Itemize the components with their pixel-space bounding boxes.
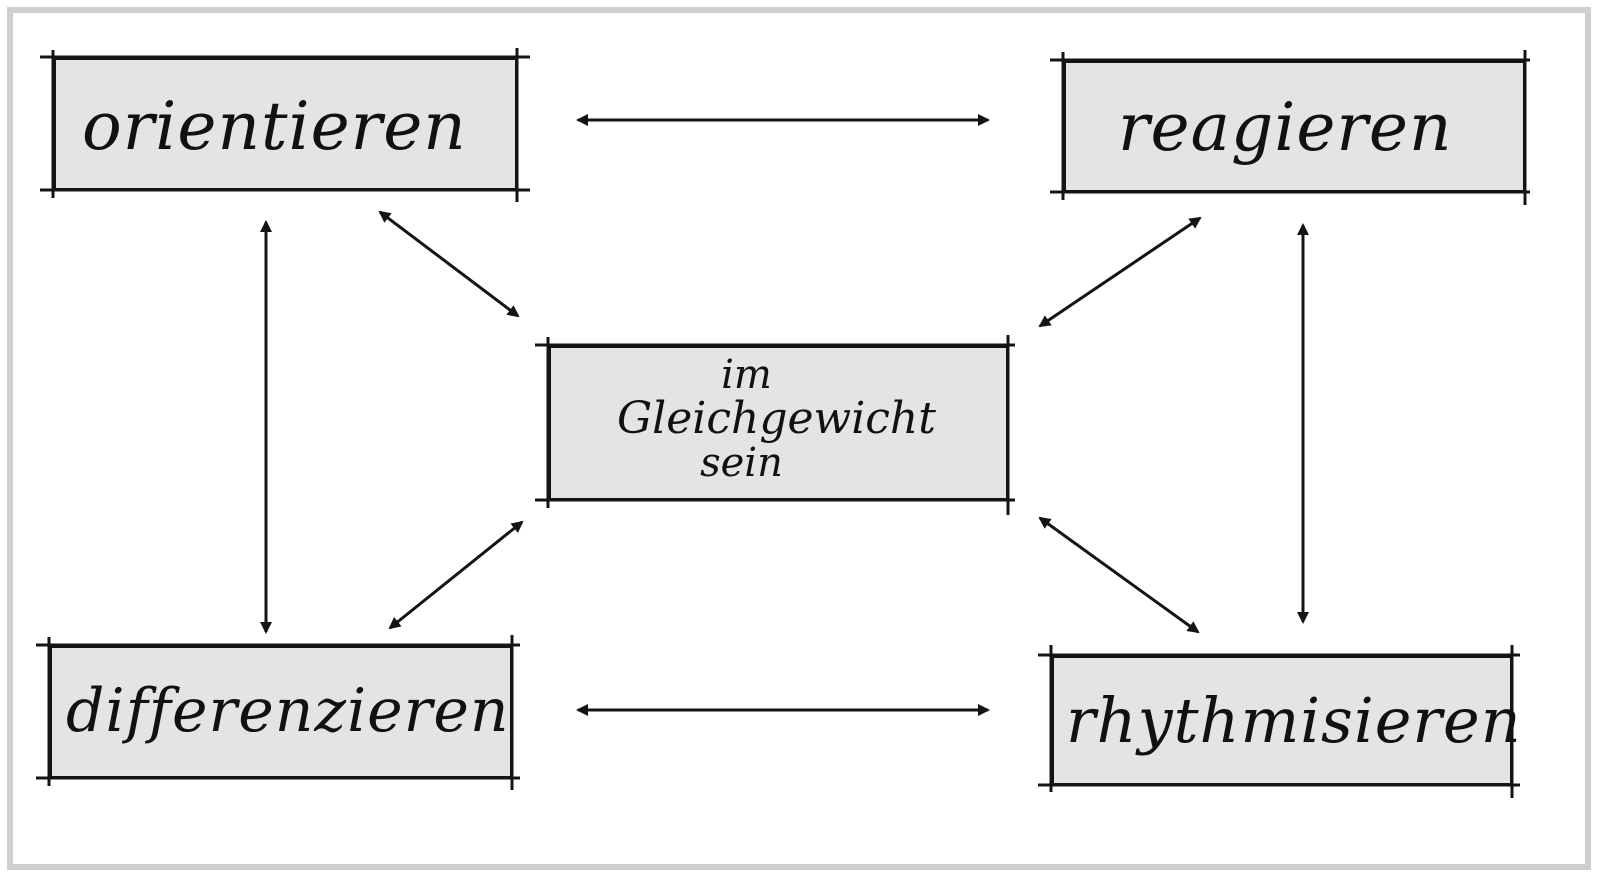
- center-line-1: im: [721, 352, 772, 398]
- center-line-3: sein: [700, 440, 783, 487]
- node-rhythmisieren: rhythmisieren: [1051, 655, 1521, 786]
- node-reagieren: reagieren: [1063, 60, 1526, 193]
- arrow-reagieren-center: [1038, 216, 1202, 328]
- node-label-reagieren: reagieren: [1118, 89, 1453, 166]
- node-center: im Gleichgewicht sein: [548, 345, 1009, 501]
- center-line-2: Gleichgewicht: [617, 393, 936, 444]
- outer-frame: [7, 7, 1591, 870]
- node-label-differenzieren: differenzieren: [66, 676, 510, 746]
- node-label-orientieren: orientieren: [82, 88, 467, 165]
- arrow-differenzieren-center: [388, 520, 524, 630]
- arrow-orientieren-center: [378, 210, 520, 318]
- node-label-center: im Gleichgewicht sein: [551, 354, 1012, 484]
- node-orientieren: orientieren: [53, 57, 518, 191]
- node-label-rhythmisieren: rhythmisieren: [1066, 684, 1522, 757]
- node-differenzieren: differenzieren: [49, 645, 513, 779]
- arrow-rhythmisieren-center: [1038, 516, 1200, 634]
